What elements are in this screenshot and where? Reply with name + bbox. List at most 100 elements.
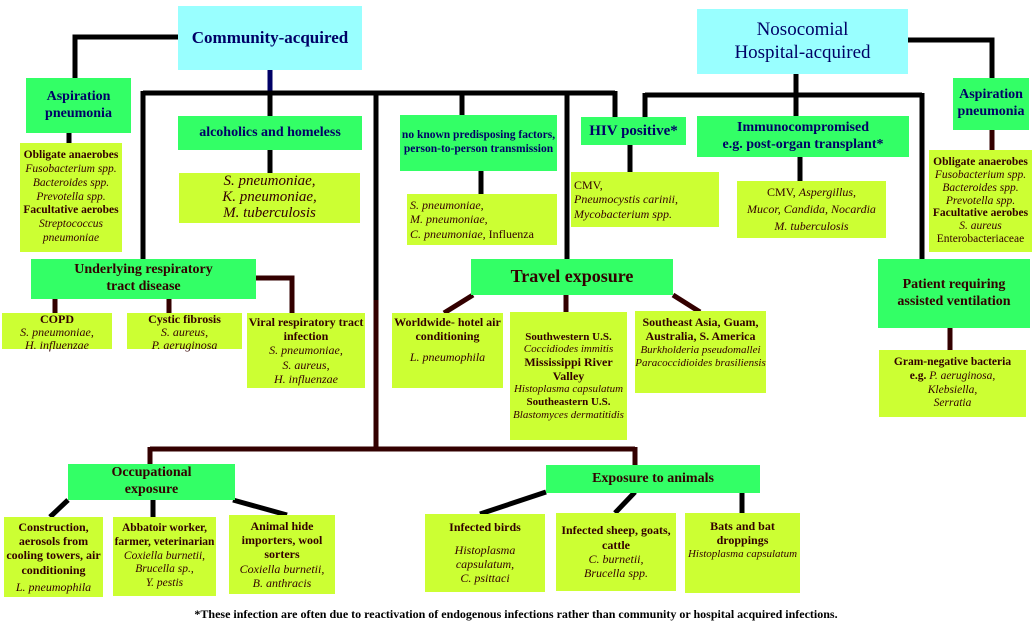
group-heading: Obligate anaerobes xyxy=(933,155,1028,168)
pathogen: Klebsiella, xyxy=(927,383,978,396)
pathogen: Mycobacterium spp. xyxy=(574,206,672,221)
underlying-respiratory-disease-node: Underlying respiratory tract disease xyxy=(31,259,256,299)
aspiration-pathogens: Obligate anaerobes Fusobacterium spp. Ba… xyxy=(20,143,122,252)
node-title: Aspiration pneumonia xyxy=(45,88,112,121)
hiv-pathogens: CMV, Pneumocystis carinii, Mycobacterium… xyxy=(571,172,719,227)
group-heading: Viral respiratory tract infection xyxy=(248,314,364,343)
node-title: Immunocompromised xyxy=(737,119,869,135)
pathogen: S. pneumoniae, xyxy=(269,343,343,358)
pathogen: Prevotella spp. xyxy=(945,194,1016,207)
pathogen: Bacteroides spp. xyxy=(942,181,1019,194)
eg-label: e.g. xyxy=(909,369,927,382)
connector xyxy=(671,292,702,315)
infected-livestock-pathogens: Infected sheep, goats, cattle C. burneti… xyxy=(556,513,676,591)
pathogen: S. aureus xyxy=(959,220,1002,233)
group-heading: Southwestern U.S. xyxy=(525,330,612,343)
node-title: Exposure to animals xyxy=(592,470,714,486)
node-title: no known predisposing factors, person-to… xyxy=(401,129,556,155)
pathogen: S. aureus, xyxy=(282,357,330,372)
animal-hide-pathogens: Animal hide importers, wool sorters Coxi… xyxy=(229,515,335,594)
pathogen: Prevotella spp. xyxy=(36,190,106,203)
hospital-acquired-label: Hospital-acquired xyxy=(734,41,871,63)
alcoholics-homeless-node: alcoholics and homeless xyxy=(178,116,362,150)
nosocomial-label: Nosocomial xyxy=(756,18,849,40)
pathogen: Brucella sp., xyxy=(135,563,194,576)
connector xyxy=(908,37,995,78)
pathogen: C. psittaci xyxy=(460,571,510,586)
pathogen: P. aeruginosa, xyxy=(929,369,996,382)
pathogen: Enterobacteriaceae xyxy=(936,233,1025,246)
pathogen: Aspergillus, xyxy=(798,185,857,200)
occupational-exposure-node: Occupational exposure xyxy=(68,464,235,500)
pathogen: Pneumocystis carinii, xyxy=(574,192,678,207)
footnote: *These infection are often due to reacti… xyxy=(194,607,838,621)
node-title: alcoholics and homeless xyxy=(199,124,341,140)
node-title: Travel exposure xyxy=(510,266,634,287)
pathogen: S. pneumoniae, xyxy=(223,173,316,190)
community-acquired-node: Community-acquired xyxy=(178,6,362,70)
pathogen: Histoplasma capsulatum xyxy=(513,383,624,396)
pathogen: H. influenzae xyxy=(274,372,338,387)
pathogen: M. tuberculosis xyxy=(223,204,316,221)
pathogen: Fusobacterium spp. xyxy=(934,168,1027,181)
connector xyxy=(442,292,475,316)
international-travel-pathogens: Southeast Asia, Guam, Australia, S. Amer… xyxy=(635,311,766,393)
group-heading: Abbatoir worker, farmer, veterinarian xyxy=(114,522,215,548)
pathogen: Burkholderia pseudomallei xyxy=(640,343,761,356)
immunocompromised-pathogens: CMV, Aspergillus, Mucor, Candida, Nocard… xyxy=(737,181,886,238)
node-title: Underlying respiratory tract disease xyxy=(74,262,213,294)
group-heading: Southeastern U.S. xyxy=(526,396,611,409)
group-heading: Infected birds xyxy=(449,520,521,535)
viral-infection-pathogens: Viral respiratory tract infection S. pne… xyxy=(247,313,365,388)
travel-exposure-node: Travel exposure xyxy=(471,259,673,295)
pathogen: M. pneumoniae, xyxy=(410,212,488,227)
animal-exposure-node: Exposure to animals xyxy=(546,465,760,493)
alcoholics-pathogens: S. pneumoniae, K. pneumoniae, M. tubercu… xyxy=(179,173,360,223)
us-travel-pathogens: Southwestern U.S. Coccidiodes immitis Mi… xyxy=(510,312,627,440)
pathogen: M. tuberculosis xyxy=(774,218,849,233)
group-heading: Facultative aerobes xyxy=(23,204,119,217)
hospital-aspiration-pathogens: Obligate anaerobes Fusobacterium spp. Ba… xyxy=(929,150,1032,252)
pathogen: P. aeruginosa xyxy=(151,338,218,353)
pathogen: Bacteroides spp. xyxy=(32,176,110,189)
group-heading: Cystic fibrosis xyxy=(148,312,221,326)
pathogen: S. aureus, xyxy=(160,325,209,340)
abbatoir-pathogens: Abbatoir worker, farmer, veterinarian Co… xyxy=(113,517,216,596)
pathogen: Blastomyces dermatitidis xyxy=(513,408,624,421)
pathogen: S. pneumoniae, xyxy=(20,325,94,340)
group-heading: Mississippi River Valley xyxy=(524,354,613,383)
pathogen: Coxiella burnetii, xyxy=(123,549,206,562)
infected-birds-pathogens: Infected birds Histoplasma capsulatum, C… xyxy=(425,514,545,592)
nosocomial-node: Nosocomial Hospital-acquired xyxy=(697,9,908,74)
community-acquired-label: Community-acquired xyxy=(191,27,349,47)
pathogen: Streptococcus xyxy=(38,218,104,231)
node-title: Aspiration pneumonia xyxy=(957,87,1025,119)
group-heading: Bats and bat droppings xyxy=(710,519,775,548)
ventilation-pathogens: Gram-negative bacteria e.g. P. aeruginos… xyxy=(879,350,1026,417)
connector xyxy=(479,489,547,517)
pathogen: C. burnetii, xyxy=(588,552,644,566)
pathogen: C. pneumoniae, xyxy=(410,226,486,241)
connector xyxy=(256,275,295,313)
connector xyxy=(72,34,178,78)
pathogen: L. pneumophila xyxy=(409,349,486,364)
group-heading: Infected sheep, goats, cattle xyxy=(561,523,671,552)
no-predisposing-factors-node: no known predisposing factors, person-to… xyxy=(400,115,557,171)
cystic-fibrosis-pathogens: Cystic fibrosis S. aureus, P. aeruginosa xyxy=(127,312,242,353)
group-heading: Worldwide- hotel air conditioning xyxy=(394,315,501,344)
pathogen: Mucor, Candida, Nocardia xyxy=(747,202,876,217)
pathogen: B. anthracis xyxy=(252,576,312,591)
pathogen: K. pneumoniae, xyxy=(222,189,317,206)
connector xyxy=(613,490,637,515)
hospital-aspiration-pneumonia-node: Aspiration pneumonia xyxy=(953,78,1029,130)
pathogen: H. influenzae xyxy=(25,338,89,353)
pathogen: pneumoniae xyxy=(42,231,100,244)
pathogen: Coxiella burnetii, xyxy=(239,561,325,576)
pathogen: Fusobacterium spp. xyxy=(25,163,117,175)
node-title: Occupational exposure xyxy=(111,465,192,497)
hiv-positive-node: HIV positive* xyxy=(581,117,686,145)
node-title: Patient requiring assisted ventilation xyxy=(897,276,1011,309)
group-heading: Gram-negative bacteria xyxy=(893,355,1012,368)
